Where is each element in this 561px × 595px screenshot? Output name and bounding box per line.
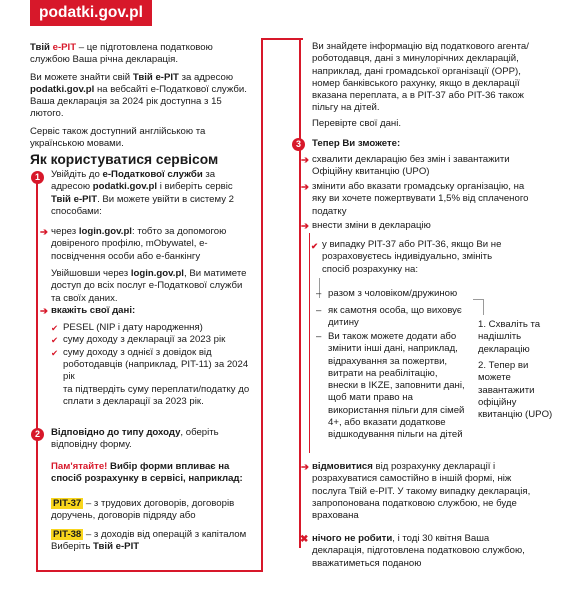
step-1-number: 1 xyxy=(31,171,44,184)
middle-timeline-line xyxy=(261,38,263,572)
step-1-text: Увійдіть до e-Податкової служби за адрес… xyxy=(51,169,235,217)
cross-icon: ✖ xyxy=(300,534,309,545)
dash-icon: – xyxy=(316,305,322,316)
right-intro-text: Ви знайдете інформацію від податкового а… xyxy=(312,41,529,114)
arrow-icon: ➔ xyxy=(301,182,309,193)
step-3-title: Тепер Ви зможете: xyxy=(312,138,401,149)
option-refuse: відмовитися від розрахунку декларації і … xyxy=(312,461,531,522)
dash-icon: – xyxy=(316,288,322,299)
sub-line xyxy=(319,278,320,298)
reminder-text: Пам'ятайте! Вибір форми впливає на спосі… xyxy=(51,461,243,485)
dash-icon: – xyxy=(316,331,322,342)
pit37-badge: PIT-37 xyxy=(51,498,84,509)
side-note-upo: 2. Тепер ви можете завантажити офіційну … xyxy=(478,360,553,421)
login-option: через login.gov.pl: тобто за допомогою д… xyxy=(51,226,227,262)
bracket-top xyxy=(473,299,483,300)
option-other-data: Ви також можете додати або змінити інші … xyxy=(328,331,465,441)
arrow-icon: ➔ xyxy=(40,306,48,317)
intro-paragraph-2: Ви можете знайти свій Твій e-PIT за адре… xyxy=(30,71,247,120)
right-timeline-line xyxy=(299,158,301,548)
option-opp: змінити або вказати громадську організац… xyxy=(312,181,529,217)
arrow-icon: ➔ xyxy=(301,155,309,166)
option-approve: схвалити декларацію без змін і завантажи… xyxy=(312,154,510,178)
check-icon: ✔ xyxy=(311,241,319,251)
arrow-icon: ➔ xyxy=(301,221,309,232)
data-title: вкажіть свої дані: xyxy=(51,305,136,316)
side-note-approve: 1. Схваліть та надішліть декларацію xyxy=(478,319,541,355)
right-timeline-line-top xyxy=(299,38,301,158)
data-list: PESEL (NIP і дату народження) суму доход… xyxy=(51,322,251,383)
step-3-number: 3 xyxy=(292,138,305,151)
confirm-text: та підтвердіть суму переплати/податку до… xyxy=(63,384,250,408)
podatki-logo: podatki.gov.pl xyxy=(30,0,152,26)
list-item: суму доходу з декларації за 2023 рік xyxy=(51,334,251,347)
option-single-parent: як самотня особа, що виховує дитину xyxy=(328,305,462,329)
top-connector-line xyxy=(261,38,303,40)
arrow-icon: ➔ xyxy=(301,462,309,473)
option-nothing: нічого не робити, і тоді 30 квітня Ваша … xyxy=(312,533,525,569)
pit37-option: PIT-37 – з трудових договорів, договорів… xyxy=(51,498,235,522)
page-heading: Як користуватися сервісом xyxy=(30,152,219,167)
pit38-option: PIT-38 – з доходів від операцій з капіта… xyxy=(51,529,247,553)
intro-paragraph-3: Сервіс також доступний англійською та ук… xyxy=(30,125,206,150)
list-item: PESEL (NIP і дату народження) xyxy=(51,322,251,335)
step-2-text: Відповідно до типу доходу, оберіть відпо… xyxy=(51,427,219,451)
login-note: Увійшовши через login.gov.pl, Ви матимет… xyxy=(51,268,247,304)
left-timeline-line xyxy=(36,178,38,571)
sub-branch-line xyxy=(309,233,310,453)
option-spouse: разом з чоловіком/дружиною xyxy=(328,288,458,299)
intro-paragraph-1: Твій e-PIT – це підготовлена податковою … xyxy=(30,42,213,66)
option-change: внести зміни в декларацію xyxy=(312,220,431,231)
sub-intro: у випадку PIT-37 або PIT-36, якщо Ви не … xyxy=(322,239,502,275)
pit38-badge: PIT-38 xyxy=(51,529,84,540)
bracket-vertical xyxy=(483,299,484,315)
intro-text: Твій e-PIT – це підготовлена податковою … xyxy=(30,42,250,150)
list-item: суму доходу з однієї з довідок від робот… xyxy=(51,347,251,384)
step-2-number: 2 xyxy=(31,428,44,441)
arrow-icon: ➔ xyxy=(40,227,48,238)
check-data-text: Перевірте свої дані. xyxy=(312,118,402,129)
bottom-connector-line xyxy=(36,570,262,572)
